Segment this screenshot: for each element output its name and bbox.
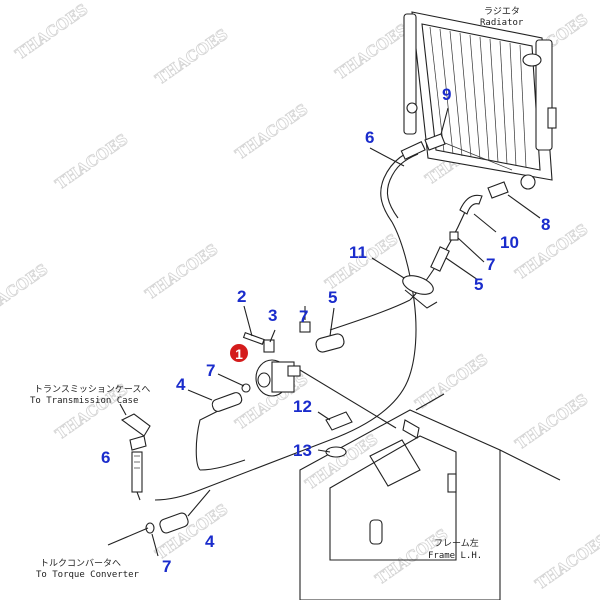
- hose-top: [369, 140, 426, 223]
- callout-badge-1[interactable]: 1: [230, 344, 248, 362]
- filter-assembly: [187, 305, 397, 429]
- watermark: THACOES: [142, 240, 221, 303]
- callout-8[interactable]: 8: [541, 215, 550, 234]
- radiator-drawing: ラジエタ Radiator: [403, 6, 557, 190]
- callout-1-text: 1: [235, 346, 243, 362]
- oil-lines: [154, 199, 471, 501]
- watermark: THACOES: [232, 100, 311, 163]
- callout-7-bottom[interactable]: 7: [162, 557, 171, 576]
- transmission-label-jp: トランスミッションケースへ: [34, 384, 150, 395]
- callout-12[interactable]: 12: [293, 397, 312, 416]
- radiator-label-en: Radiator: [480, 18, 524, 28]
- frame-lh-drawing: フレーム左 Frame L.H.: [299, 393, 561, 600]
- clamp-11: [371, 257, 438, 309]
- callout-6-left[interactable]: 6: [101, 448, 110, 467]
- radiator-label-jp: ラジエタ: [484, 6, 520, 17]
- watermark: THACOES: [302, 430, 381, 493]
- callout-13[interactable]: 13: [293, 441, 312, 460]
- callout-2[interactable]: 2: [237, 287, 246, 306]
- callout-7-center[interactable]: 7: [299, 307, 308, 326]
- watermark: THACOES: [412, 350, 491, 413]
- callout-5-left[interactable]: 5: [328, 288, 337, 307]
- converter-label-en: To Torque Converter: [36, 570, 140, 580]
- callout-5-right[interactable]: 5: [474, 275, 483, 294]
- callout-4-bottom[interactable]: 4: [205, 532, 215, 551]
- callout-6-top[interactable]: 6: [365, 128, 374, 147]
- watermark: THACOES: [512, 390, 591, 453]
- watermark: THACOES: [152, 25, 231, 88]
- frame-label-jp: フレーム左: [434, 537, 479, 549]
- callout-3[interactable]: 3: [268, 306, 277, 325]
- converter-label-jp: トルクコンバータへ: [40, 558, 121, 569]
- callout-9[interactable]: 9: [442, 85, 451, 104]
- callout-7-right[interactable]: 7: [486, 255, 495, 274]
- watermark: THACOES: [52, 130, 131, 193]
- left-fittings: [107, 403, 211, 557]
- frame-label-en: Frame L.H.: [428, 551, 482, 561]
- callout-11[interactable]: 11: [349, 243, 367, 262]
- callout-7-left[interactable]: 7: [206, 361, 215, 380]
- watermark: THACOES: [12, 0, 91, 63]
- transmission-label-en: To Transmission Case: [30, 396, 138, 406]
- callout-4-top[interactable]: 4: [176, 375, 186, 394]
- right-fittings: [430, 194, 497, 281]
- watermark: THACOES: [532, 530, 600, 593]
- watermark: THACOES: [0, 260, 51, 323]
- watermark: THACOES: [512, 220, 591, 283]
- watermark: THACOES: [332, 20, 411, 83]
- radiator-fittings: [424, 107, 541, 219]
- callout-10[interactable]: 10: [500, 233, 519, 252]
